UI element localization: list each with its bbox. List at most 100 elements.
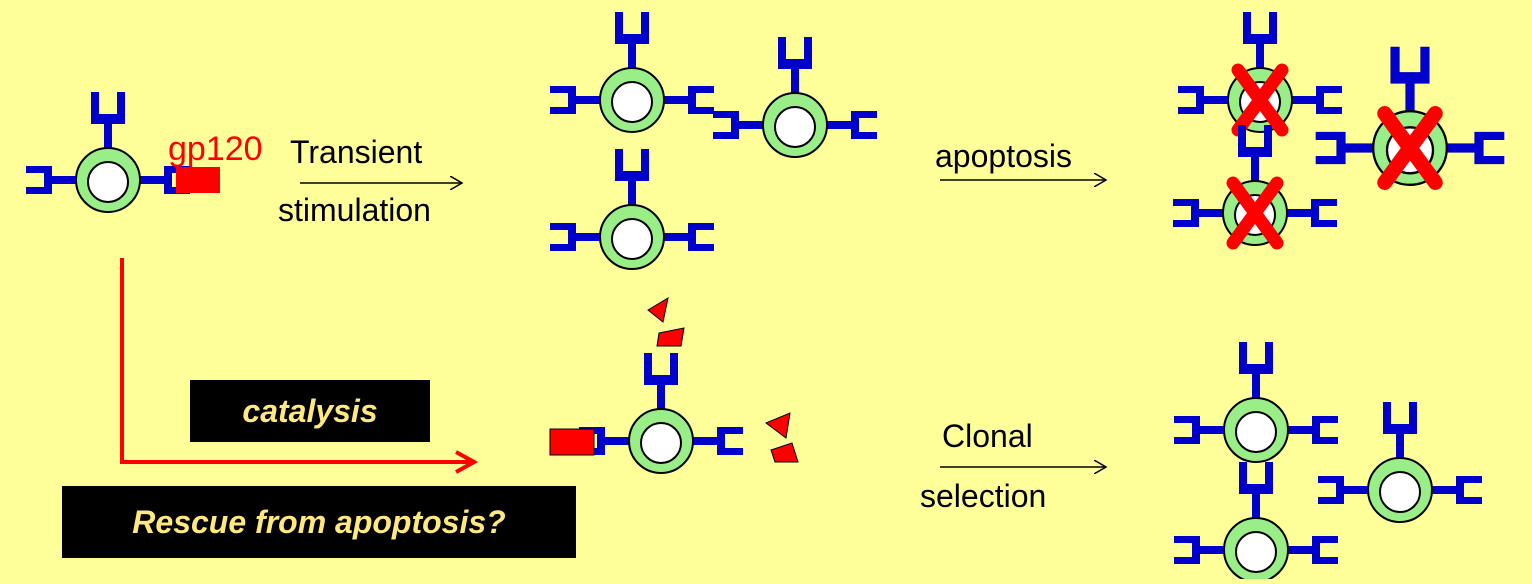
receptor-left-stalk (1342, 486, 1372, 494)
apoptosis-label: apoptosis (935, 138, 1072, 174)
cell-stimulated-2 (713, 37, 877, 158)
cell-apoptotic-1 (1178, 12, 1342, 137)
cell-stimulated-1 (550, 12, 714, 133)
receptor-top-cup (1243, 12, 1277, 44)
receptor-right-cup (717, 427, 743, 455)
receptor-right-cup (1456, 476, 1482, 504)
receptor-top-stalk (628, 175, 636, 209)
receptor-top-stalk (1252, 488, 1260, 522)
receptor-top-cup (644, 353, 678, 385)
cell-nucleus (1379, 471, 1421, 513)
cell-nucleus (611, 218, 653, 260)
cell-nucleus (1235, 411, 1277, 453)
catalysis-box: catalysis (190, 380, 430, 442)
cell-clone-3 (1174, 462, 1338, 583)
receptor-right-stalk (1284, 546, 1314, 554)
receptor-right-stalk (136, 176, 166, 184)
receptor-top-stalk (1252, 368, 1260, 402)
cell-nucleus (87, 161, 129, 203)
cell-nucleus (774, 106, 816, 148)
cell-clone-2 (1318, 402, 1482, 523)
receptor-top-stalk (1256, 38, 1264, 72)
receptor-left-stalk (737, 121, 767, 129)
cell-nucleus (611, 81, 653, 123)
receptor-left-cup (1315, 131, 1346, 165)
cell-catalytic (579, 353, 743, 474)
receptor-top-cup (1239, 462, 1273, 494)
receptor-left-cup (713, 111, 739, 139)
receptor-right-cup (1312, 416, 1338, 444)
receptor-left-cup (550, 223, 576, 251)
receptor-right-cup (851, 111, 877, 139)
receptor-left-cup (1174, 416, 1200, 444)
gp120-label: gp120 (168, 130, 263, 168)
receptor-left-cup (1178, 86, 1204, 114)
rescue-box: Rescue from apoptosis? (62, 486, 576, 558)
receptor-right-stalk (1283, 209, 1313, 217)
receptor-left-cup (1318, 476, 1344, 504)
receptor-top-stalk (628, 38, 636, 72)
cell-nucleus (640, 422, 682, 464)
receptor-left-stalk (1198, 426, 1228, 434)
stimulation-label: stimulation (278, 192, 431, 228)
receptor-left-stalk (50, 176, 80, 184)
receptor-right-cup (688, 86, 714, 114)
receptor-right-stalk (1284, 426, 1314, 434)
clonal-label: Clonal (942, 418, 1033, 454)
receptor-right-stalk (1428, 486, 1458, 494)
cell-clone-1 (1174, 342, 1338, 463)
receptor-right-cup (1312, 536, 1338, 564)
catalysis-arrow (120, 258, 474, 462)
receptor-right-stalk (660, 233, 690, 241)
receptor-left-stalk (1343, 143, 1378, 153)
receptor-left-cup (1173, 199, 1199, 227)
receptor-right-stalk (689, 437, 719, 445)
receptor-right-stalk (823, 121, 853, 129)
receptor-left-cup (550, 86, 576, 114)
receptor-top-cup (1383, 402, 1417, 434)
receptor-top-cup (1239, 342, 1273, 374)
receptor-right-stalk (660, 96, 690, 104)
cell-apoptotic-2 (1315, 46, 1505, 190)
receptor-top-stalk (657, 379, 665, 413)
receptor-left-stalk (574, 233, 604, 241)
receptor-left-stalk (574, 96, 604, 104)
receptor-right-cup (1316, 86, 1342, 114)
receptor-top-cup (1390, 46, 1430, 84)
receptor-left-stalk (603, 437, 633, 445)
gp120-fragment (770, 442, 799, 463)
apoptosis-cross-icon (1226, 176, 1284, 250)
cell-apoptotic-3 (1173, 125, 1337, 250)
receptor-top-cup (1238, 125, 1272, 157)
receptor-left-stalk (1197, 209, 1227, 217)
gp120-fragment (765, 412, 791, 439)
receptor-left-stalk (1198, 546, 1228, 554)
receptor-top-cup (615, 149, 649, 181)
gp120-fragment (656, 327, 685, 347)
cell-nucleus (1235, 531, 1277, 573)
receptor-top-cup (778, 37, 812, 69)
apoptosis-cross-icon (1377, 106, 1443, 190)
receptor-top-cup (91, 92, 125, 124)
cell-original (26, 92, 190, 213)
receptor-top-stalk (104, 118, 112, 152)
receptor-right-cup (1474, 131, 1505, 165)
receptor-left-cup (26, 166, 52, 194)
receptor-right-stalk (1442, 143, 1477, 153)
transient-label: Transient (290, 134, 423, 170)
receptor-right-cup (1311, 199, 1337, 227)
receptor-left-stalk (1202, 96, 1232, 104)
receptor-right-cup (688, 223, 714, 251)
receptor-top-stalk (1405, 76, 1415, 116)
receptor-top-stalk (791, 63, 799, 97)
receptor-top-stalk (1396, 428, 1404, 462)
receptor-top-stalk (1251, 151, 1259, 185)
receptor-right-stalk (1288, 96, 1318, 104)
receptor-top-cup (615, 12, 649, 44)
cell-stimulated-3 (550, 149, 714, 270)
selection-label: selection (920, 478, 1047, 514)
gp120-antigen-block (176, 167, 220, 193)
gp120-antigen-block (549, 428, 595, 456)
